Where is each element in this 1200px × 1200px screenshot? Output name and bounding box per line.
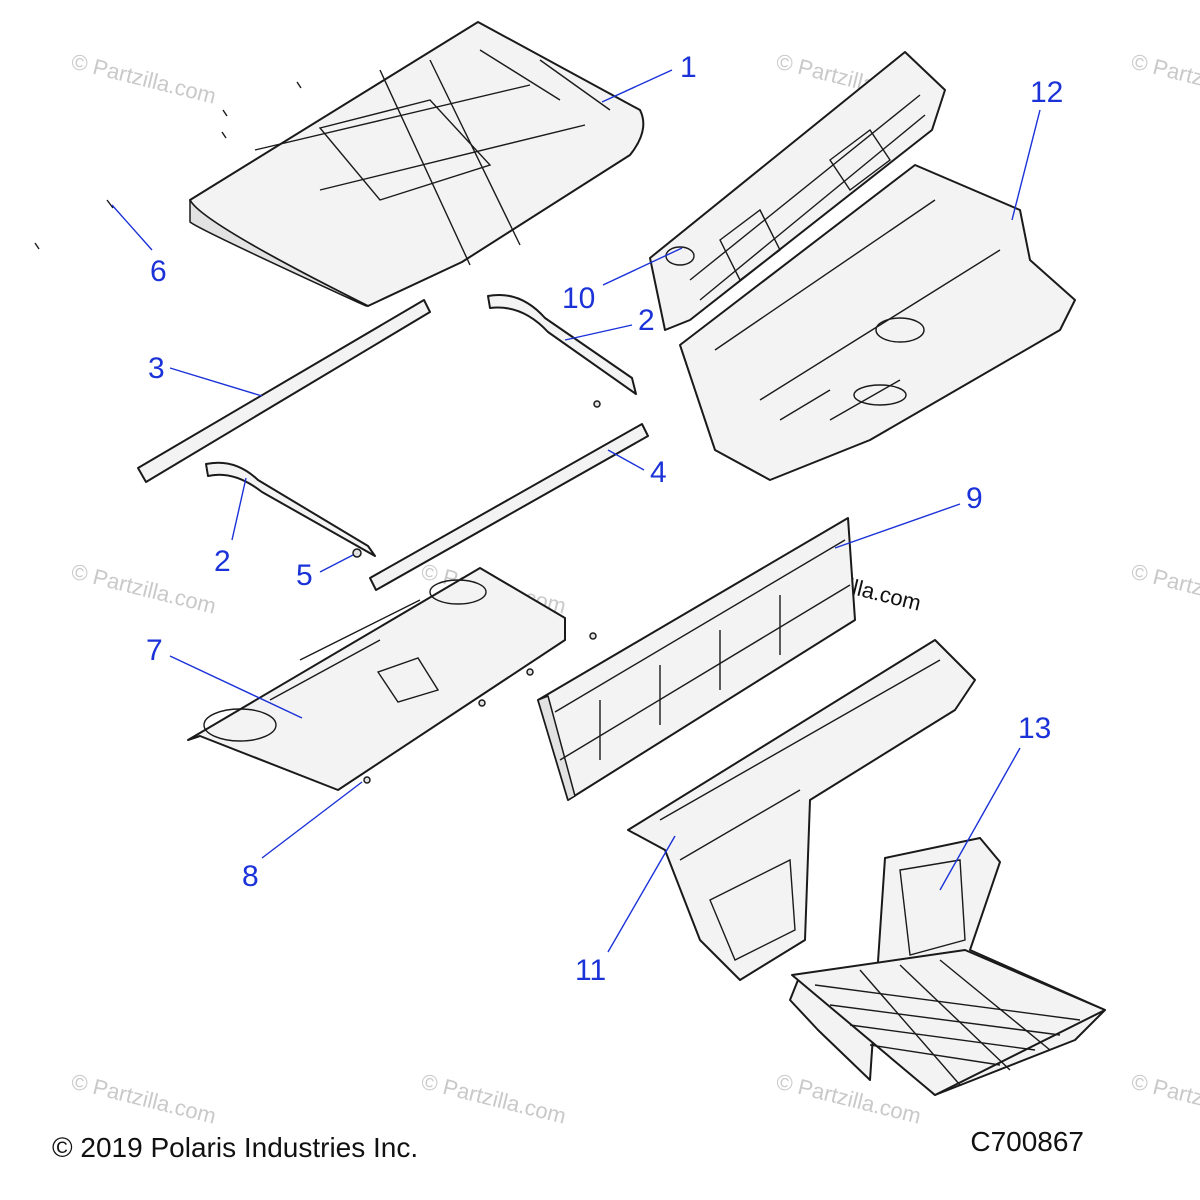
watermark: © Partzilla.com — [1129, 559, 1200, 619]
callout-13: 13 — [1018, 712, 1051, 745]
leader-lines — [111, 69, 1041, 953]
part-screws — [34, 81, 302, 250]
watermark: © Partzilla.com — [419, 1069, 569, 1129]
watermark: © Partzilla.com — [69, 49, 219, 109]
callout-11: 11 — [575, 954, 606, 987]
callout-3: 3 — [148, 352, 165, 385]
part-rear-wall — [627, 639, 976, 981]
part-trim-curve-lower — [205, 461, 376, 557]
callout-6: 6 — [150, 255, 167, 288]
callout-9: 9 — [966, 482, 983, 515]
copyright-text: © 2019 Polaris Industries Inc. — [52, 1132, 419, 1163]
callout-12: 12 — [1030, 76, 1063, 109]
callout-10: 10 — [562, 282, 595, 315]
part-headliner — [187, 567, 566, 791]
callout-labels: 1 2 3 4 2 5 6 7 8 9 10 11 12 13 — [146, 51, 1063, 987]
drawing-id: C700867 — [970, 1126, 1084, 1157]
callout-8: 8 — [242, 860, 259, 893]
part-fasteners — [363, 632, 597, 784]
part-trim-strip-3 — [137, 299, 431, 483]
callout-2-upper: 2 — [638, 304, 655, 337]
callout-2-lower: 2 — [214, 545, 231, 578]
watermark: © Partzilla.com — [69, 559, 219, 619]
part-clip — [352, 400, 601, 558]
part-floor-tub — [679, 164, 1076, 481]
watermark: © Partzilla.com — [69, 1069, 219, 1129]
watermark: © Partzilla.com — [1129, 1069, 1200, 1129]
callout-4: 4 — [650, 456, 667, 489]
callout-5: 5 — [296, 559, 313, 592]
callout-7: 7 — [146, 634, 163, 667]
part-floor-mat — [789, 837, 1106, 1096]
part-roof — [189, 21, 645, 307]
watermark: © Partzilla.com — [1129, 49, 1200, 109]
watermark: © Partzilla.com — [774, 1069, 924, 1129]
part-rear-panel — [537, 517, 856, 801]
part-trim-curve-upper — [487, 294, 637, 395]
part-strip-4 — [369, 423, 649, 591]
callout-1: 1 — [680, 51, 697, 84]
part-dash-frame — [649, 51, 946, 331]
